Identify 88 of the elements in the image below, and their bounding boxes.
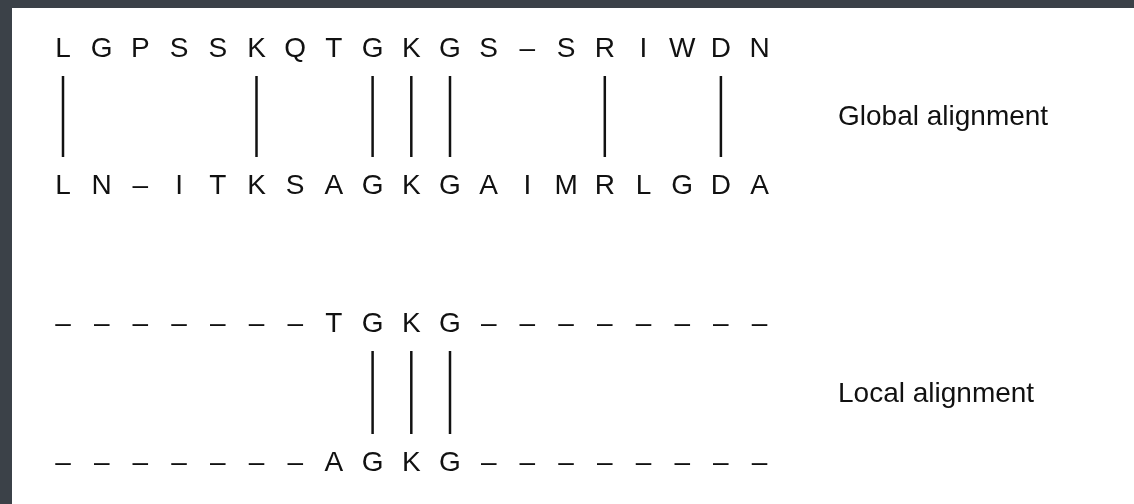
residue: G (435, 446, 465, 478)
residue: A (744, 169, 775, 201)
residue: – (164, 446, 195, 478)
residue: – (744, 307, 775, 339)
residue: – (202, 307, 233, 339)
residue: R (589, 169, 620, 201)
residue: T (202, 169, 233, 201)
residue: G (357, 169, 388, 201)
match-line (448, 76, 452, 157)
residue: S (164, 32, 195, 64)
residue: S (473, 32, 504, 64)
residue: A (318, 169, 349, 201)
residue: – (241, 307, 272, 339)
residue: L (628, 169, 659, 201)
residue: – (551, 307, 582, 339)
residue: D (705, 32, 736, 64)
residue: – (628, 307, 659, 339)
residue: G (86, 32, 117, 64)
residue: M (551, 169, 582, 201)
residue: G (357, 446, 388, 478)
match-line (410, 351, 413, 434)
residue: – (86, 446, 117, 478)
residue: – (705, 446, 736, 478)
residue: – (241, 446, 272, 478)
alignment-label: Local alignment (838, 379, 1035, 407)
residue: – (125, 446, 156, 478)
residue: – (628, 446, 659, 478)
residue: – (512, 307, 543, 339)
match-line (371, 351, 374, 434)
residue: T (318, 307, 349, 339)
residue: K (241, 32, 272, 64)
residue: – (473, 446, 504, 478)
residue: – (667, 446, 698, 478)
match-line (61, 76, 65, 157)
residue: G (357, 32, 388, 64)
residue: – (125, 169, 156, 201)
residue: S (280, 169, 311, 201)
residue: – (48, 307, 78, 339)
residue: – (512, 446, 543, 478)
residue: G (435, 169, 465, 201)
residue: K (396, 446, 427, 478)
residue: L (48, 169, 78, 201)
residue: – (589, 307, 620, 339)
match-line (410, 76, 413, 157)
residue: – (48, 446, 78, 478)
residue: G (357, 307, 388, 339)
residue: – (551, 446, 582, 478)
residue: – (473, 307, 504, 339)
residue: K (396, 32, 427, 64)
residue: N (86, 169, 117, 201)
residue: N (744, 32, 775, 64)
residue: – (164, 307, 195, 339)
residue: K (396, 169, 427, 201)
match-line (448, 351, 452, 434)
residue: G (667, 169, 698, 201)
residue: A (473, 169, 504, 201)
residue: I (512, 169, 543, 201)
residue: I (628, 32, 659, 64)
residue: – (589, 446, 620, 478)
match-line (603, 76, 607, 157)
residue: L (48, 32, 78, 64)
residue: K (396, 307, 427, 339)
residue: – (280, 446, 311, 478)
residue: S (551, 32, 582, 64)
residue: G (435, 307, 465, 339)
match-line (371, 76, 374, 157)
residue: – (86, 307, 117, 339)
residue: – (744, 446, 775, 478)
residue: A (318, 446, 349, 478)
residue: – (280, 307, 311, 339)
residue: – (512, 32, 543, 64)
residue: T (318, 32, 349, 64)
residue: Q (280, 32, 311, 64)
match-line (719, 76, 723, 157)
residue: P (125, 32, 156, 64)
residue: K (241, 169, 272, 201)
residue: – (125, 307, 156, 339)
residue: – (202, 446, 233, 478)
residue: – (705, 307, 736, 339)
residue: S (202, 32, 233, 64)
alignment-label: Global alignment (838, 102, 1049, 130)
residue: – (667, 307, 698, 339)
residue: G (435, 32, 465, 64)
residue: R (589, 32, 620, 64)
residue: W (667, 32, 698, 64)
match-line (255, 76, 258, 157)
residue: D (705, 169, 736, 201)
residue: I (164, 169, 195, 201)
